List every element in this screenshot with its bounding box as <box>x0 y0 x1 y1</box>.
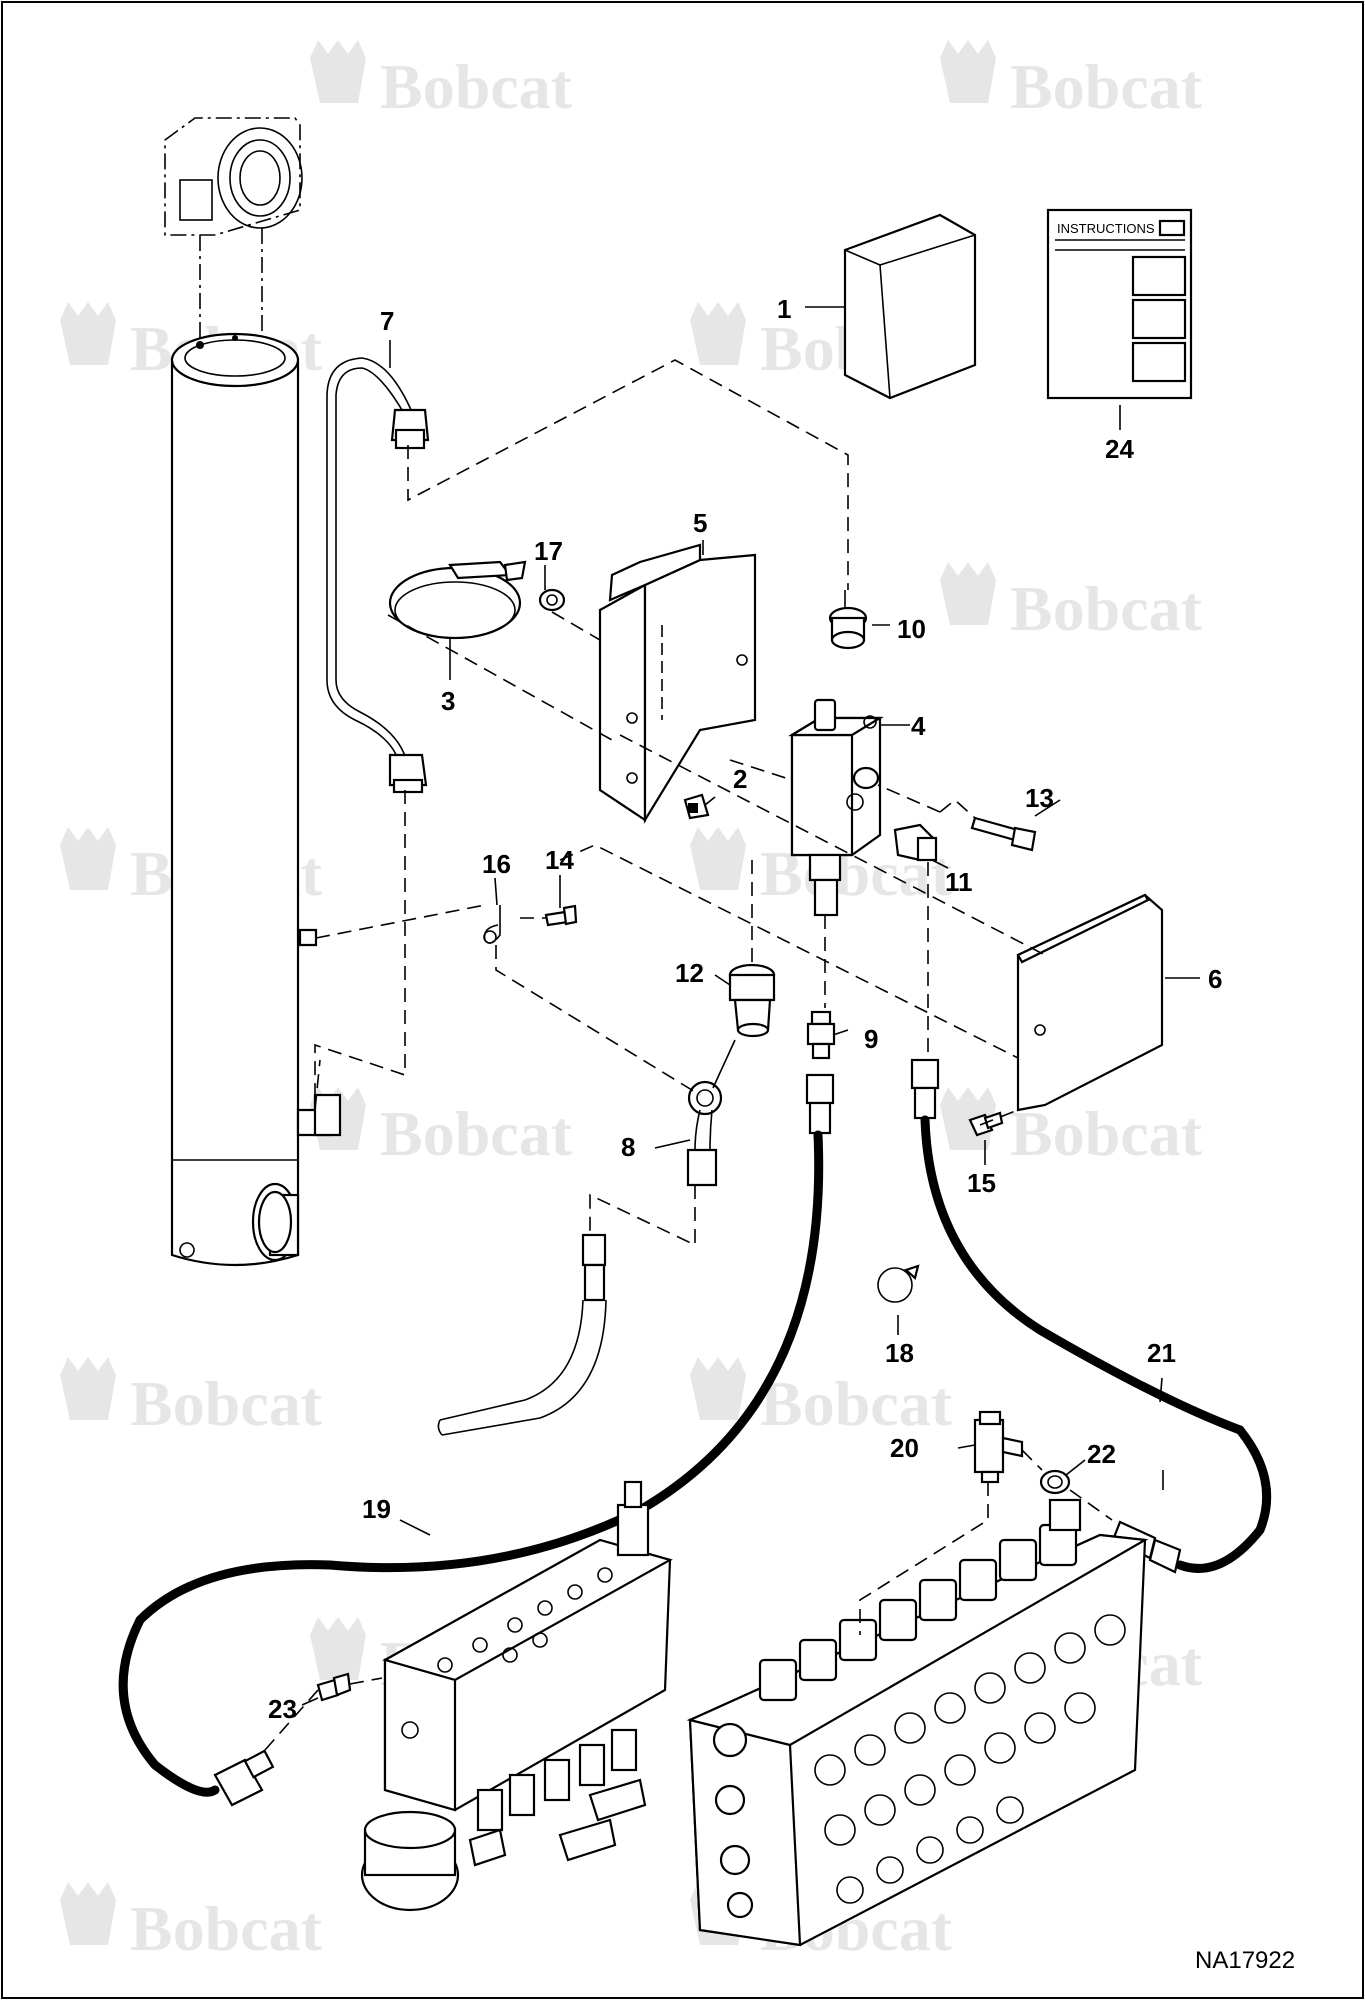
part-17-nut <box>538 588 566 612</box>
callout-6: 6 <box>1208 964 1222 994</box>
callout-8: 8 <box>621 1132 635 1162</box>
part-3-hose-clamp <box>388 560 527 640</box>
part-22-plug <box>1039 1469 1071 1495</box>
part-8-elbow-tube <box>686 1039 736 1187</box>
svg-text:Bobcat: Bobcat <box>760 1368 953 1439</box>
callout-labels: 1 2 3 4 5 6 7 8 9 10 11 12 13 14 15 16 1… <box>268 294 1222 1724</box>
watermark: Bobcat <box>690 1357 953 1439</box>
hose-stub <box>437 1233 607 1436</box>
callout-2: 2 <box>733 764 747 794</box>
leader-lines <box>301 306 1200 1706</box>
part-1-box <box>843 213 977 400</box>
watermark: Bobcat <box>60 1882 323 1964</box>
svg-text:Bobcat: Bobcat <box>1010 573 1203 644</box>
watermark: Bobcat <box>310 40 573 122</box>
callout-16: 16 <box>482 849 511 879</box>
watermark: Bobcat <box>940 562 1203 644</box>
part-14-bolt <box>544 904 578 927</box>
callout-13: 13 <box>1025 783 1054 813</box>
watermark: Bobcat <box>60 1357 323 1439</box>
main-control-valve <box>686 1498 1149 1947</box>
svg-text:Bobcat: Bobcat <box>380 51 573 122</box>
part-10-fitting <box>828 590 868 650</box>
svg-text:Bobcat: Bobcat <box>1010 1098 1203 1169</box>
part-19-hose <box>118 1073 835 1807</box>
part-2-clip <box>683 793 710 820</box>
assembly-lines <box>264 359 1113 1751</box>
part-13-bolt <box>970 816 1037 852</box>
callout-5: 5 <box>693 508 707 538</box>
callout-4: 4 <box>911 711 926 741</box>
callout-19: 19 <box>362 1494 391 1524</box>
svg-text:Bobcat: Bobcat <box>380 1098 573 1169</box>
part-5-mounting-bracket <box>598 543 757 824</box>
callout-24: 24 <box>1105 434 1134 464</box>
callout-22: 22 <box>1087 1439 1116 1469</box>
part-23-fitting <box>316 1672 352 1702</box>
svg-text:Bobcat: Bobcat <box>1010 51 1203 122</box>
watermark: Bobcat <box>940 40 1203 122</box>
callout-18: 18 <box>885 1338 914 1368</box>
part-18-clamp-ring <box>877 1264 920 1303</box>
callout-1: 1 <box>777 294 791 324</box>
part-9-fitting <box>806 1010 836 1060</box>
part-12-fitting <box>728 963 776 1038</box>
part-16-clip <box>483 905 501 944</box>
callout-15: 15 <box>967 1168 996 1198</box>
part-20-tee-fitting <box>973 1410 1024 1484</box>
callout-21: 21 <box>1147 1338 1176 1368</box>
callout-9: 9 <box>864 1024 878 1054</box>
part-7-hydraulic-tube <box>326 357 430 794</box>
svg-text:Bobcat: Bobcat <box>130 1368 323 1439</box>
callout-7: 7 <box>380 306 394 336</box>
callout-23: 23 <box>268 1694 297 1724</box>
part-4-valve-block <box>788 698 884 917</box>
svg-text:Bobcat: Bobcat <box>130 1893 323 1964</box>
watermark: Bobcat <box>310 1087 573 1169</box>
part-11-elbow-fitting <box>893 823 938 862</box>
callout-3: 3 <box>441 686 455 716</box>
part-24-instructions-booklet: INSTRUCTIONS <box>1046 208 1193 400</box>
callout-17: 17 <box>534 536 563 566</box>
valve-manifold <box>360 1480 673 1912</box>
drawing-code: NA17922 <box>1195 1947 1295 1974</box>
callout-10: 10 <box>897 614 926 644</box>
callout-20: 20 <box>890 1433 919 1463</box>
callout-14: 14 <box>545 845 574 875</box>
instructions-label: INSTRUCTIONS <box>1057 221 1155 236</box>
callout-11: 11 <box>945 867 973 897</box>
part-6-cover <box>1016 893 1164 1112</box>
callout-12: 12 <box>675 958 704 988</box>
hydraulic-cylinder <box>164 117 342 1267</box>
